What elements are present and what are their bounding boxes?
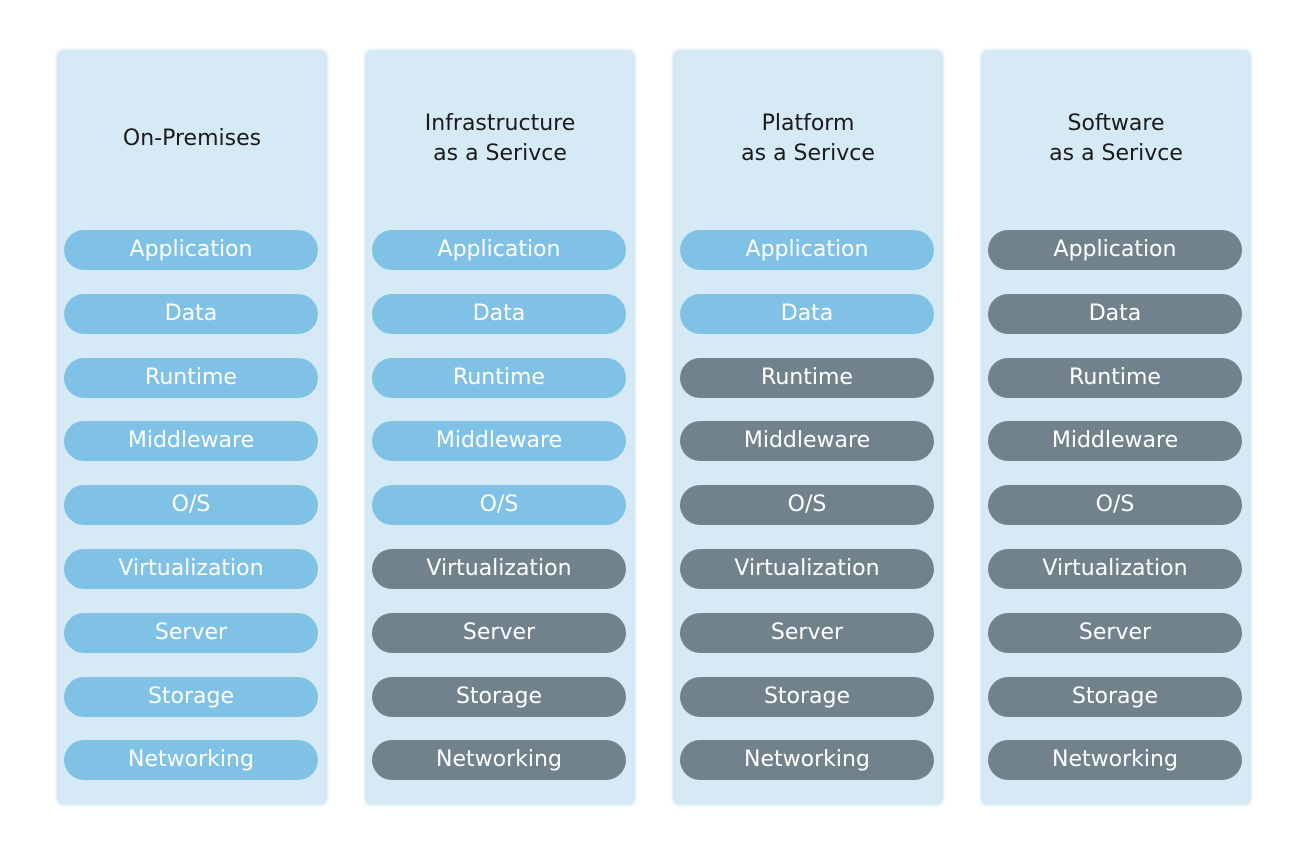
column-title-line: as a Serivce bbox=[741, 141, 875, 166]
layer-pill: Middleware bbox=[372, 421, 626, 461]
layer-pill: Storage bbox=[680, 677, 934, 717]
layer-pill: Runtime bbox=[64, 358, 318, 398]
layer-pill: Data bbox=[372, 294, 626, 334]
layer-pill: Application bbox=[372, 230, 626, 270]
layer-pill: Data bbox=[64, 294, 318, 334]
layer-pill: Data bbox=[988, 294, 1242, 334]
layer-pill: Networking bbox=[372, 740, 626, 780]
layer-pill: Storage bbox=[372, 677, 626, 717]
layer-pill: Server bbox=[680, 613, 934, 653]
layer-pill: Data bbox=[680, 294, 934, 334]
layer-pill: Virtualization bbox=[64, 549, 318, 589]
layer-pill: Networking bbox=[64, 740, 318, 780]
layer-pill: Middleware bbox=[988, 421, 1242, 461]
column-title-line: Platform bbox=[761, 111, 855, 136]
layer-pill: Middleware bbox=[680, 421, 934, 461]
layer-pill: Virtualization bbox=[988, 549, 1242, 589]
layer-pill: Runtime bbox=[680, 358, 934, 398]
layer-pill: Virtualization bbox=[680, 549, 934, 589]
layer-pill: O/S bbox=[372, 485, 626, 525]
column-title-line: as a Serivce bbox=[1049, 141, 1183, 166]
layer-pill: Storage bbox=[64, 677, 318, 717]
layer-pill: Storage bbox=[988, 677, 1242, 717]
column-title: Platform as a Serivce bbox=[673, 109, 943, 169]
column-title-line: On-Premises bbox=[122, 126, 262, 151]
layer-pill: O/S bbox=[64, 485, 318, 525]
column-title-line: as a Serivce bbox=[433, 141, 567, 166]
layer-pill: Networking bbox=[988, 740, 1242, 780]
column-title: Infrastructure as a Serivce bbox=[365, 109, 635, 169]
layer-pill: Application bbox=[680, 230, 934, 270]
layer-pill: Server bbox=[372, 613, 626, 653]
layer-pill: Application bbox=[64, 230, 318, 270]
layer-pill: Middleware bbox=[64, 421, 318, 461]
layer-pill: Runtime bbox=[372, 358, 626, 398]
layer-pill: Virtualization bbox=[372, 549, 626, 589]
column-title-line: Infrastructure bbox=[424, 111, 576, 136]
column-title: On-Premises bbox=[57, 124, 327, 154]
layer-pill: Server bbox=[64, 613, 318, 653]
layer-pill: Runtime bbox=[988, 358, 1242, 398]
column-title-line: Software bbox=[1067, 111, 1165, 136]
column-title: Software as a Serivce bbox=[981, 109, 1251, 169]
layer-pill: Networking bbox=[680, 740, 934, 780]
layer-pill: Application bbox=[988, 230, 1242, 270]
layer-pill: O/S bbox=[988, 485, 1242, 525]
layer-pill: O/S bbox=[680, 485, 934, 525]
layer-pill: Server bbox=[988, 613, 1242, 653]
